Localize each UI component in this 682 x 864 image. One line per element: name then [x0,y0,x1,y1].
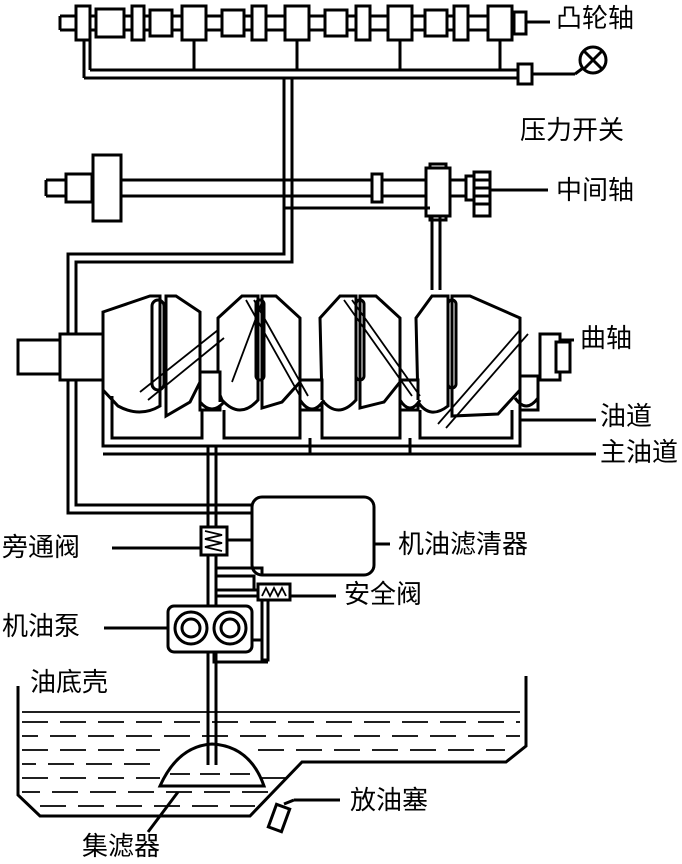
label-crankshaft: 曲轴 [580,324,633,354]
label-oil-pump: 机油泵 [2,612,81,642]
label-strainer: 集滤器 [82,832,161,862]
pressure-switch [516,45,608,86]
oil-pan [16,676,528,818]
label-safety-valve: 安全阀 [344,580,423,610]
oil-filter [250,495,376,577]
label-bypass-valve: 旁通阀 [2,533,81,563]
label-intermediate-shaft: 中间轴 [556,176,635,206]
label-oil-filter: 机油滤清器 [398,530,529,560]
leader-lines [104,20,596,833]
bypass-valve [199,525,253,557]
label-oil-pan: 油底壳 [30,668,109,698]
oil-pump [166,604,268,765]
camshaft-oil-lines [82,40,522,80]
main-gallery-lines [101,312,584,528]
label-drain-plug: 放油塞 [350,786,429,816]
oil-surface-dashes [22,711,520,807]
safety-valve [216,582,292,662]
crankshaft [16,294,572,429]
drain-plug [266,798,295,834]
pump-filter-lines [206,555,264,606]
camshaft [58,4,528,42]
intermediate-shaft [44,153,492,290]
strainer [157,742,267,788]
label-pressure-switch: 压力开关 [520,116,625,146]
label-camshaft: 凸轮轴 [556,4,635,34]
label-main-oil-gallery: 主油道 [600,438,679,468]
label-oil-passage: 油道 [600,402,653,432]
